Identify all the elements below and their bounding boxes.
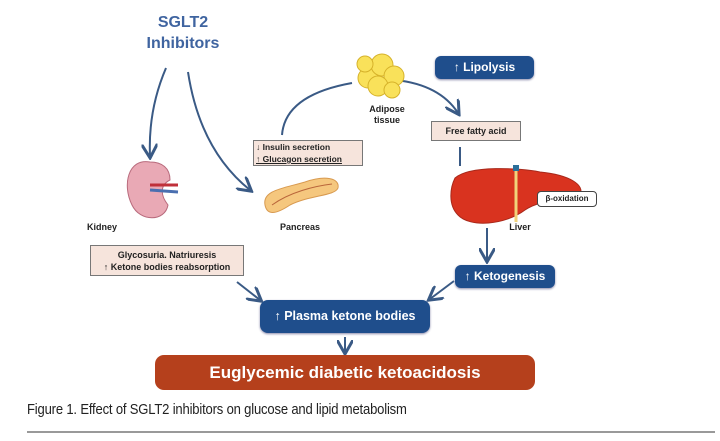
beta-oxidation-box: β-oxidation <box>537 191 597 207</box>
pancreas-effect-box: ↓ Insulin secretion ↑ Glucagon secretion <box>253 140 363 166</box>
pancreas-label: Pancreas <box>279 222 321 232</box>
free-fatty-acid-box: Free fatty acid <box>431 121 521 141</box>
kidney-icon <box>126 161 179 219</box>
title-line1: SGLT2 <box>157 14 209 31</box>
pancreas-icon <box>264 177 339 213</box>
lipolysis-box: ↑ Lipolysis <box>435 56 534 79</box>
figure-caption: Figure 1. Effect of SGLT2 inhibitors on … <box>27 402 407 418</box>
plasma-ketone-box: ↑ Plasma ketone bodies <box>260 300 430 333</box>
glucagon-secretion: ↑ Glucagon secretion <box>256 154 342 164</box>
adipose-icon <box>356 53 405 99</box>
adipose-label-line2: tissue <box>373 115 400 125</box>
title-line2: Inhibitors <box>146 35 220 52</box>
outcome-box: Euglycemic diabetic ketoacidosis <box>155 355 535 390</box>
arrow-ketogenesis-to-plasma <box>430 280 455 299</box>
adipose-label-line1: Adipose <box>369 104 405 114</box>
arrow-adipose-to-ffa <box>395 79 458 113</box>
insulin-secretion: ↓ Insulin secretion <box>256 142 331 152</box>
arrow-pancreas-to-adipose <box>281 82 353 136</box>
adipose-label: Adipose tissue <box>362 104 412 126</box>
arrow-sglt2-to-pancreas <box>187 71 250 190</box>
ketone-reabsorption: ↑ Ketone bodies reabsorption <box>103 262 231 272</box>
arrow-kidney-to-plasma <box>236 281 260 300</box>
ketogenesis-box: ↑ Ketogenesis <box>455 265 555 288</box>
kidney-effect-box: Glycosuria. Natriuresis ↑ Ketone bodies … <box>90 245 244 276</box>
caption-divider <box>27 431 715 433</box>
kidney-label: Kidney <box>86 222 117 232</box>
sglt2-title: SGLT2 Inhibitors <box>130 12 236 54</box>
glycosuria-natriuresis: Glycosuria. Natriuresis <box>117 250 217 260</box>
liver-label: Liver <box>509 222 531 232</box>
arrow-sglt2-to-kidney <box>150 67 167 156</box>
